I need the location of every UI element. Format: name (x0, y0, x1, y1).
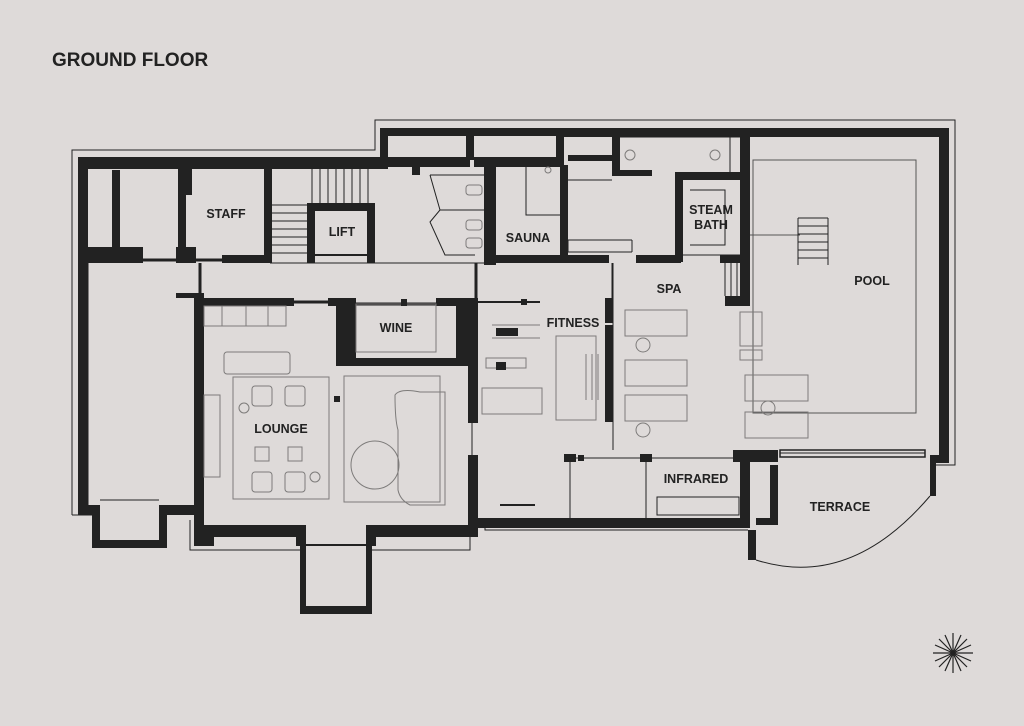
room-label-steam: STEAM (689, 203, 733, 217)
room-label-terrace: TERRACE (810, 500, 870, 514)
room-label-lift: LIFT (329, 225, 356, 239)
page-title: GROUND FLOOR (52, 50, 208, 71)
room-label-lounge: LOUNGE (254, 422, 307, 436)
room-label-bath: BATH (694, 218, 728, 232)
compass-star-icon (933, 633, 973, 673)
furniture (203, 149, 809, 506)
room-label-infrared: INFRARED (664, 472, 729, 486)
room-label-staff: STAFF (206, 207, 246, 221)
walls (78, 128, 949, 614)
room-label-wine: WINE (380, 321, 413, 335)
details (334, 299, 613, 461)
room-label-spa: SPA (657, 282, 682, 296)
room-label-pool: POOL (854, 274, 890, 288)
room-label-fitness: FITNESS (547, 316, 600, 330)
room-label-sauna: SAUNA (506, 231, 550, 245)
thin-lines (87, 136, 931, 568)
